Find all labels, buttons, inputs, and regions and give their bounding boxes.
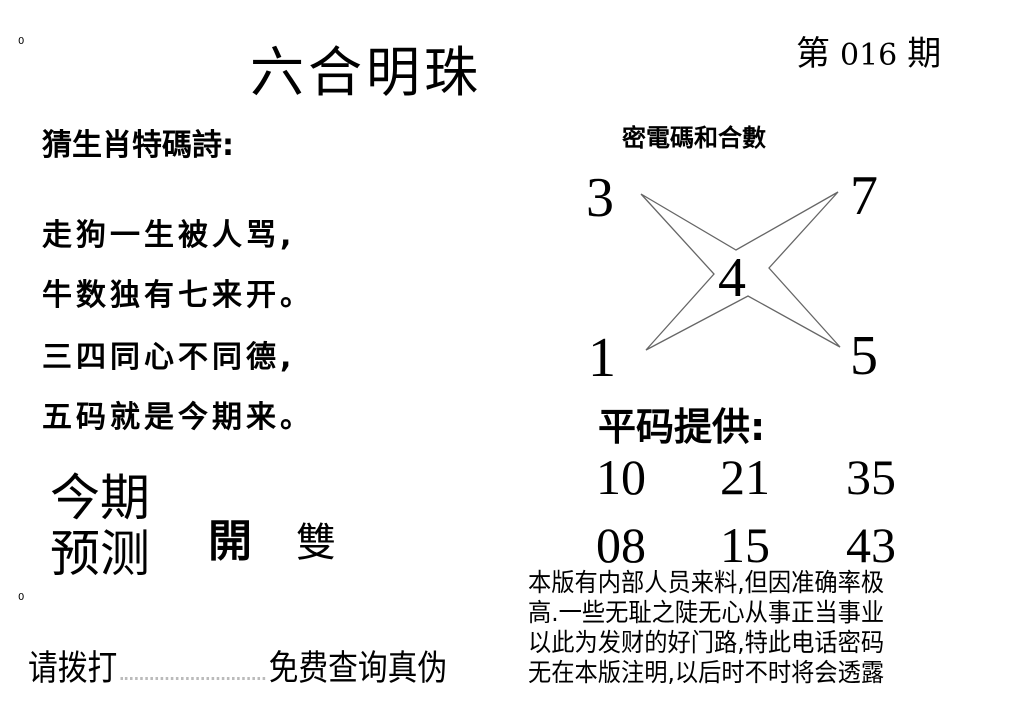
call-prefix: 请拨打 xyxy=(28,649,118,689)
flat-codes-heading: 平码提供: xyxy=(598,405,766,449)
poem-line: 三四同心不同德, xyxy=(42,340,296,375)
issue-prefix: 第 xyxy=(796,34,830,74)
prediction-label: 今期预测 xyxy=(50,470,150,582)
code-top-right: 7 xyxy=(850,165,878,227)
issue-value: 016 xyxy=(840,38,898,73)
code-top-left: 3 xyxy=(586,167,614,229)
issue-number: 第 016 期 xyxy=(796,26,941,75)
poem-heading: 猜生肖特碼詩: xyxy=(42,128,234,163)
issue-suffix: 期 xyxy=(907,34,942,74)
poem-line: 牛数独有七来开。 xyxy=(42,278,314,313)
obscured-phone-number xyxy=(120,657,266,680)
call-line: 请拨打 免费查询真伪 xyxy=(28,640,447,691)
poem-line: 五码就是今期来。 xyxy=(42,400,314,435)
page-title: 六合明珠 xyxy=(250,41,482,104)
margin-mark: 0 xyxy=(18,592,25,603)
prediction-value: 雙 xyxy=(296,520,336,566)
call-suffix: 免费查询真伪 xyxy=(268,649,448,689)
poem-line: 走狗一生被人骂, xyxy=(42,218,296,253)
notice-line: 无在本版注明,以后时不时将会透露 xyxy=(528,658,885,687)
flat-code: 43 xyxy=(846,517,896,573)
flat-code: 15 xyxy=(720,517,770,573)
flat-code: 21 xyxy=(720,449,770,505)
open-label: 開 xyxy=(208,516,252,567)
notice-text: 本版有内部人员来料,但因准确率极 高.一些无耻之陡无心从事正当事业 以此为发财的… xyxy=(528,568,884,688)
code-center: 4 xyxy=(718,247,746,309)
margin-mark: 0 xyxy=(18,36,25,47)
star-shape xyxy=(640,191,841,351)
notice-line: 本版有内部人员来料,但因准确率极 xyxy=(528,568,885,597)
flat-code: 08 xyxy=(596,517,646,573)
prediction-line: 预测 xyxy=(50,525,150,583)
code-heading: 密電碼和合數 xyxy=(622,124,766,152)
notice-line: 高.一些无耻之陡无心从事正当事业 xyxy=(528,598,885,627)
prediction-line: 今期 xyxy=(50,469,150,527)
flat-code: 10 xyxy=(596,449,646,505)
flat-code: 35 xyxy=(846,449,896,505)
code-bottom-left: 1 xyxy=(588,327,616,389)
code-bottom-right: 5 xyxy=(850,325,878,387)
notice-line: 以此为发财的好门路,特此电话密码 xyxy=(528,628,885,657)
